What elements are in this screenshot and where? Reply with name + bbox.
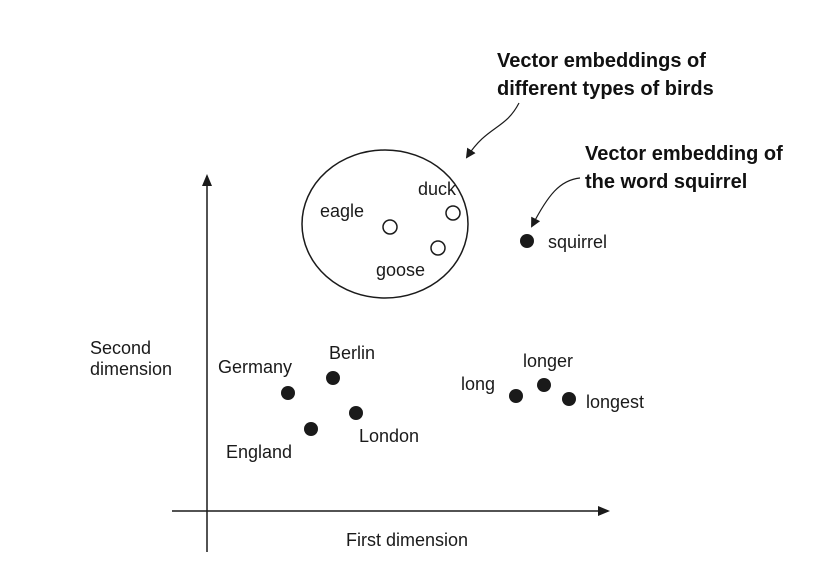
point-eagle-marker	[382, 219, 398, 235]
point-longer-marker	[537, 378, 551, 392]
point-eagle-label: eagle	[320, 201, 364, 221]
squirrel-callout-arrow	[531, 177, 581, 228]
point-long-marker	[509, 389, 523, 403]
point-goose-marker	[430, 240, 446, 256]
squirrel-callout-line-2: the word squirrel	[585, 171, 747, 193]
point-longest-marker	[562, 392, 576, 406]
point-longest-label: longest	[586, 392, 644, 412]
point-germany-marker	[281, 386, 295, 400]
point-squirrel-label: squirrel	[548, 232, 607, 252]
point-london-label: London	[359, 426, 419, 446]
point-duck-marker	[445, 205, 461, 221]
point-squirrel-marker	[520, 234, 534, 248]
point-england-marker	[304, 422, 318, 436]
birds-callout-line-2: different types of birds	[497, 78, 714, 100]
point-duck-label: duck	[418, 179, 457, 199]
birds-callout-arrow	[465, 102, 520, 159]
y-axis-label-line-2: dimension	[90, 359, 172, 379]
point-england-label: England	[226, 442, 292, 462]
point-longer-label: longer	[523, 351, 573, 371]
point-long-label: long	[461, 374, 495, 394]
point-berlin-marker	[326, 371, 340, 385]
birds-callout-line-1: Vector embeddings of	[497, 50, 706, 72]
point-goose-label: goose	[376, 260, 425, 280]
y-axis-label-line-1: Second	[90, 338, 151, 358]
birds-cluster-ellipse	[301, 149, 469, 299]
squirrel-callout-line-1: Vector embedding of	[585, 143, 783, 165]
point-london-marker	[349, 406, 363, 420]
point-germany-label: Germany	[218, 357, 292, 377]
x-axis-label: First dimension	[346, 530, 468, 550]
point-berlin-label: Berlin	[329, 343, 375, 363]
